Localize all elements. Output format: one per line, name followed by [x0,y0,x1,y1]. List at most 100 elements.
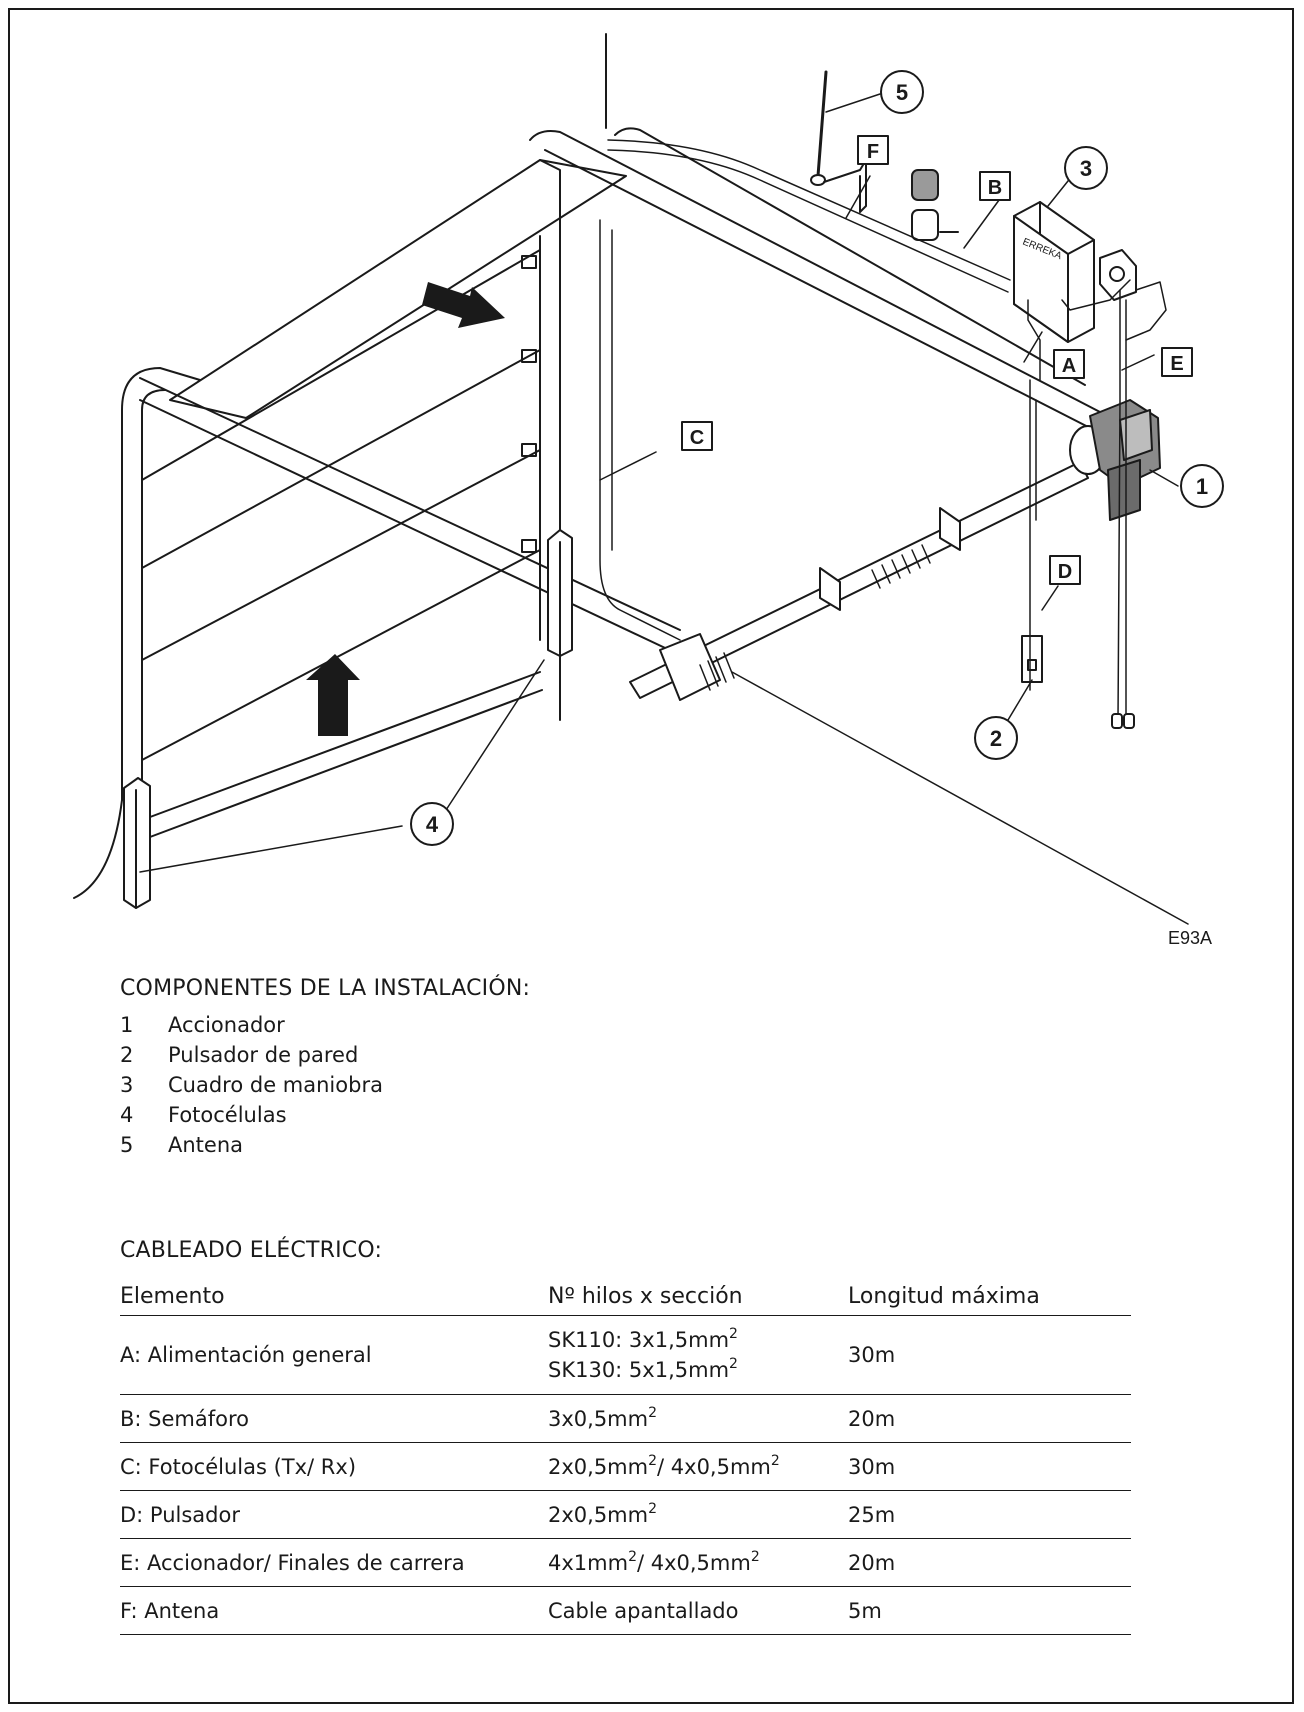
callout-5-label: 5 [896,80,908,105]
cell-element: F: Antena [120,1586,548,1635]
motion-arrows [306,282,505,736]
cables [599,139,1167,721]
callout-1-label: 1 [1196,474,1208,499]
item-number: 2 [120,1043,134,1067]
table-row: F: Antena Cable apantallado 5m [120,1586,1131,1635]
table-row: C: Fotocélulas (Tx/ Rx) 2x0,5mm2/ 4x0,5m… [120,1442,1131,1491]
components-title: COMPONENTES DE LA INSTALACIÓN: [120,976,531,1001]
cell-length: 20m [848,1394,1131,1443]
cable-letter-f: F [867,141,879,163]
page-frame [8,8,1294,1704]
cell-length: 20m [848,1538,1131,1587]
cable-box-f [857,135,889,165]
superscript: 2 [770,1452,780,1469]
item-label: Fotocélulas [168,1103,287,1127]
torsion-shaft [629,425,1107,701]
callout-3 [1064,146,1108,190]
warning-light [911,169,959,241]
cable-box-b [979,171,1011,201]
table-row: A: Alimentación general SK110: 3x1,5mm2 … [120,1315,1131,1395]
list-item: 2 Pulsador de pared [120,1040,383,1070]
cell-length: 30m [848,1442,1131,1491]
cable-box-c [681,421,713,451]
cell-element: E: Accionador/ Finales de carrera [120,1538,548,1587]
callout-2 [974,716,1018,760]
cell-element: A: Alimentación general [120,1315,548,1395]
superscript: 2 [648,1452,658,1469]
photocell-posts [123,529,573,909]
header-section: Nº hilos x sección [548,1276,848,1316]
callout-4-label: 4 [426,812,439,837]
cell-length: 30m [848,1315,1131,1395]
header-length: Longitud máxima [848,1276,1131,1316]
callout-4 [410,802,454,846]
power-socket [1099,249,1137,301]
cable-letter-e: E [1170,353,1183,375]
cable-letter-b: B [988,177,1002,199]
door-panel [141,159,627,761]
callout-2-label: 2 [990,726,1002,751]
item-number: 4 [120,1103,134,1127]
cable-box-d [1049,555,1081,585]
installation-diagram: ERREKA [73,33,1224,925]
cell-section: 2x0,5mm2/ 4x0,5mm2 [548,1442,848,1491]
item-number: 1 [120,1013,134,1037]
header-element: Elemento [120,1276,548,1316]
superscript: 2 [729,1356,738,1372]
motor-unit [1089,399,1161,521]
figure-code: E93A [1168,928,1213,948]
cable-box-e [1161,347,1193,377]
cell-length: 25m [848,1490,1131,1539]
table-header-row: Elemento Nº hilos x sección Longitud máx… [120,1276,1131,1316]
table-row: E: Accionador/ Finales de carrera 4x1mm2… [120,1538,1131,1587]
section-line-1: SK110: 3x1,5mm [548,1328,730,1352]
cell-section: Cable apantallado [548,1586,848,1635]
superscript: 2 [648,1404,658,1421]
item-number: 3 [120,1073,134,1097]
section-text-a: 4x1mm [548,1550,629,1575]
cable-letter-c: C [690,427,704,449]
superscript: 2 [648,1500,658,1517]
superscript: 2 [750,1548,760,1565]
cell-element: D: Pulsador [120,1490,548,1539]
cell-length: 5m [848,1586,1131,1635]
wiring-title: CABLEADO ELÉCTRICO: [120,1238,383,1263]
ceiling-rails [529,127,1101,433]
wall-button [1021,635,1043,683]
cell-element: B: Semáforo [120,1394,548,1443]
cell-section: 3x0,5mm2 [548,1394,848,1443]
superscript: 2 [628,1548,637,1565]
cable-label-boxes [681,135,1193,585]
item-label: Accionador [168,1013,285,1037]
section-text-b: / 4x0,5mm [636,1550,751,1575]
cross-bar [139,377,681,656]
list-item: 4 Fotocélulas [120,1100,383,1130]
door-frame [73,367,543,899]
cable-letter-d: D [1058,561,1072,583]
table-row: B: Semáforo 3x0,5mm2 20m [120,1394,1131,1443]
cell-section: 4x1mm2/ 4x0,5mm2 [548,1538,848,1587]
cable-label-letters: F B A E C D [690,141,1184,583]
callout-numbers: 5 3 1 2 4 [426,80,1208,837]
cell-section: 2x0,5mm2 [548,1490,848,1539]
cable-letter-a: A [1062,355,1076,377]
callout-5 [880,70,924,114]
list-item: 1 Accionador [120,1010,383,1040]
leader-lines [139,93,1189,925]
item-label: Pulsador de pared [168,1043,359,1067]
wiring-table: Elemento Nº hilos x sección Longitud máx… [120,1276,1131,1635]
section-text-b: / 4x0,5mm [657,1454,771,1479]
item-number: 5 [120,1133,134,1157]
control-box: ERREKA [1013,201,1095,343]
section-text-a: 2x0,5mm [548,1454,649,1479]
item-label: Antena [168,1133,244,1157]
limit-switches [1111,713,1135,729]
section-text: 3x0,5mm [548,1406,649,1431]
section-line-2: SK130: 5x1,5mm [548,1358,730,1382]
cable-box-a [1053,349,1085,379]
section-text: 2x0,5mm [548,1502,649,1527]
table-row: D: Pulsador 2x0,5mm2 25m [120,1490,1131,1539]
list-item: 5 Antena [120,1130,383,1160]
